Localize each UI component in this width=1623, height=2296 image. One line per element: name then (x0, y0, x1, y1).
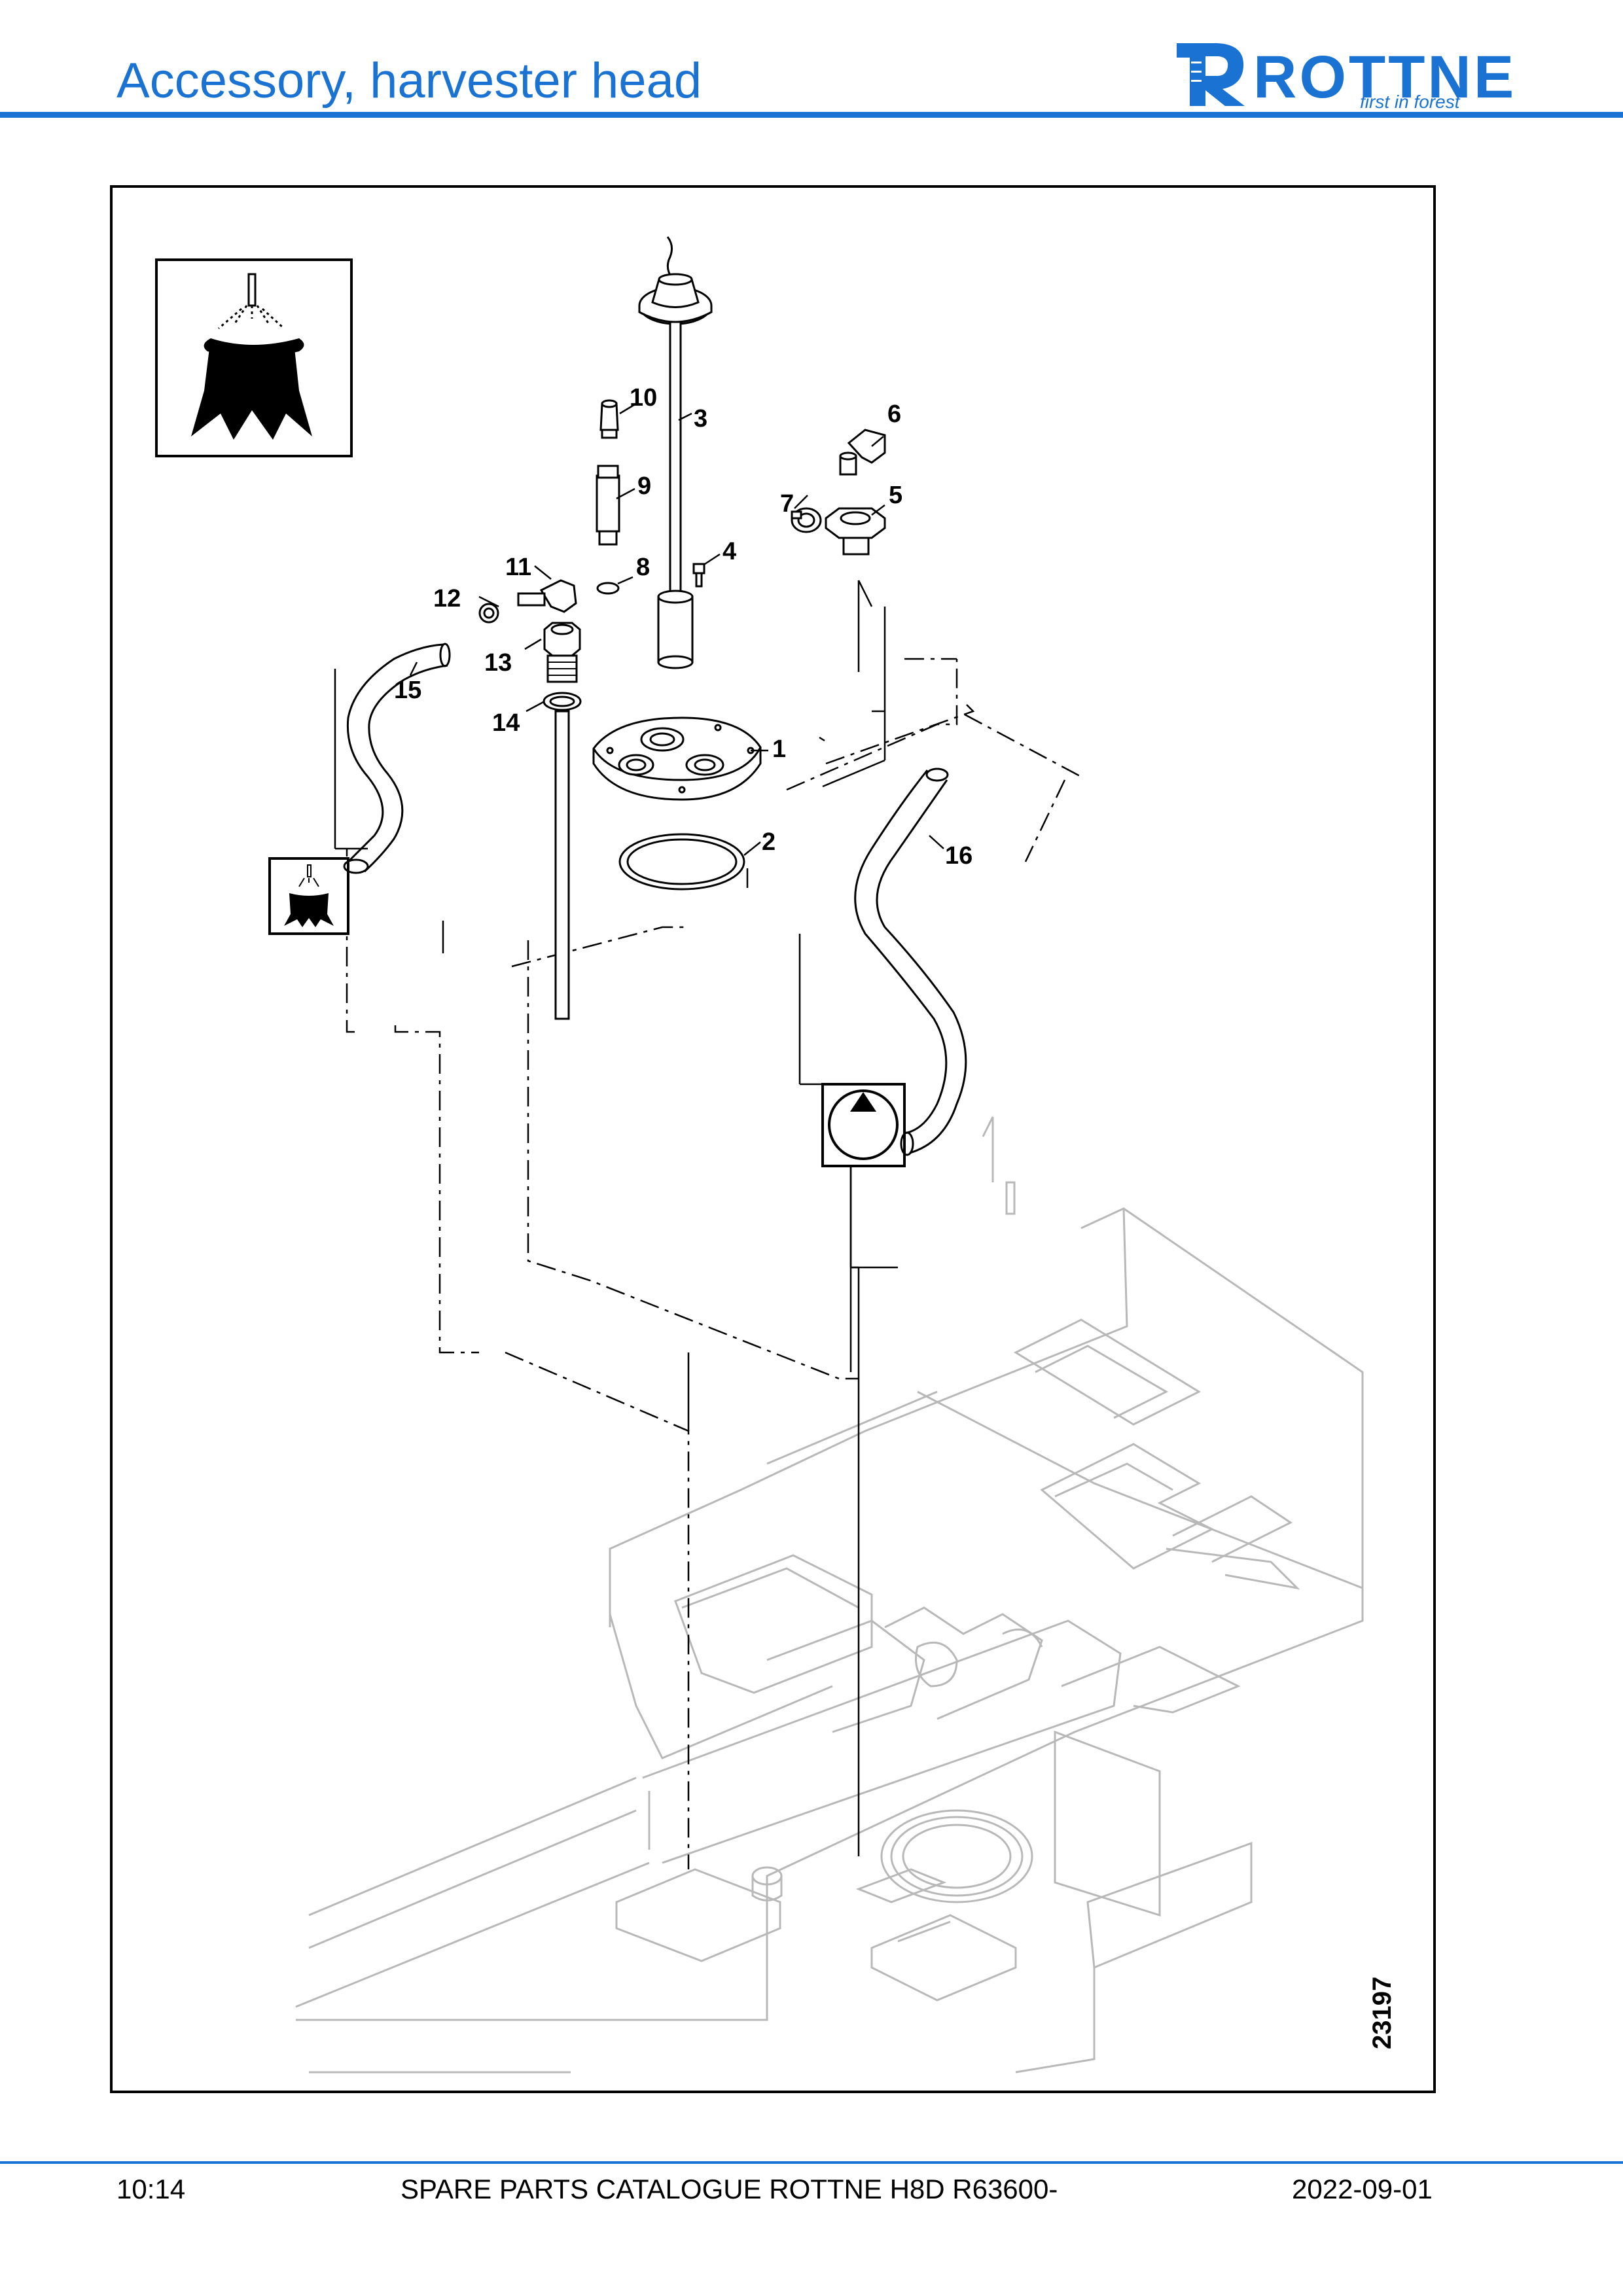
hose-15 (343, 643, 451, 874)
suction-tube (554, 710, 570, 1020)
callout-10: 10 (630, 384, 657, 412)
part-14-washer (543, 692, 582, 711)
callout-3: 3 (694, 405, 707, 433)
logo-tagline: first in forest (1360, 92, 1460, 112)
part-2-o-ring (618, 833, 745, 891)
part-9-coupling (596, 465, 620, 546)
part-5-adapter (825, 507, 886, 556)
part-7-clamp (791, 507, 822, 533)
footer-page-number: 10:14 (116, 2174, 186, 2204)
callout-11: 11 (505, 554, 531, 581)
callout-9: 9 (637, 472, 651, 500)
part-13-fitting (543, 622, 581, 683)
leader-lines (346, 658, 1082, 1869)
part-8-washer (596, 582, 620, 595)
callout-12: 12 (433, 585, 461, 612)
callout-15: 15 (394, 677, 421, 704)
callout-16: 16 (945, 842, 972, 870)
rottne-logo-mark-icon (1177, 43, 1245, 106)
tank-level-icon (821, 1083, 906, 1167)
logo-wordmark: ROTTNE (1253, 44, 1517, 111)
callout-4: 4 (722, 538, 736, 565)
exploded-parts-diagram: 1 2 3 4 5 6 7 8 9 10 11 12 13 14 15 16 2… (155, 236, 1397, 2074)
stump-spray-icon (268, 857, 349, 935)
callout-13: 13 (484, 649, 512, 677)
rottne-logo (1177, 43, 1245, 106)
callout-8: 8 (636, 554, 650, 581)
callout-leaders (409, 402, 944, 856)
callout-14: 14 (492, 709, 520, 737)
part-1-flange (592, 716, 762, 801)
callout-7: 7 (780, 490, 794, 518)
part-12-clamp (478, 603, 499, 624)
part-11-elbow (517, 579, 577, 613)
callout-2: 2 (762, 828, 776, 856)
stump-spray-icon (155, 258, 353, 457)
footer-date: 2022-09-01 (1292, 2174, 1433, 2204)
callout-5: 5 (889, 482, 902, 509)
hose-16 (854, 768, 967, 1156)
header-rule (0, 112, 1623, 118)
part-6-elbow (839, 429, 886, 476)
drawing-number: 23197 (1368, 1977, 1397, 2049)
page-title: Accessory, harvester head (116, 53, 702, 109)
callout-labels: 1 2 3 4 5 6 7 8 9 10 11 12 13 14 15 16 (394, 384, 972, 870)
figure-frame: 1 2 3 4 5 6 7 8 9 10 11 12 13 14 15 16 2… (110, 185, 1436, 2093)
part-3-level-sensor (638, 236, 713, 669)
footer-catalogue-title: SPARE PARTS CATALOGUE ROTTNE H8D R63600- (401, 2174, 1058, 2204)
part-4-screw (692, 563, 705, 588)
callout-6: 6 (887, 400, 901, 428)
part-10-cap (599, 399, 619, 439)
footer-rule (0, 2161, 1623, 2164)
callout-1: 1 (772, 735, 786, 763)
machine-frame-drawing (295, 1116, 1364, 2074)
